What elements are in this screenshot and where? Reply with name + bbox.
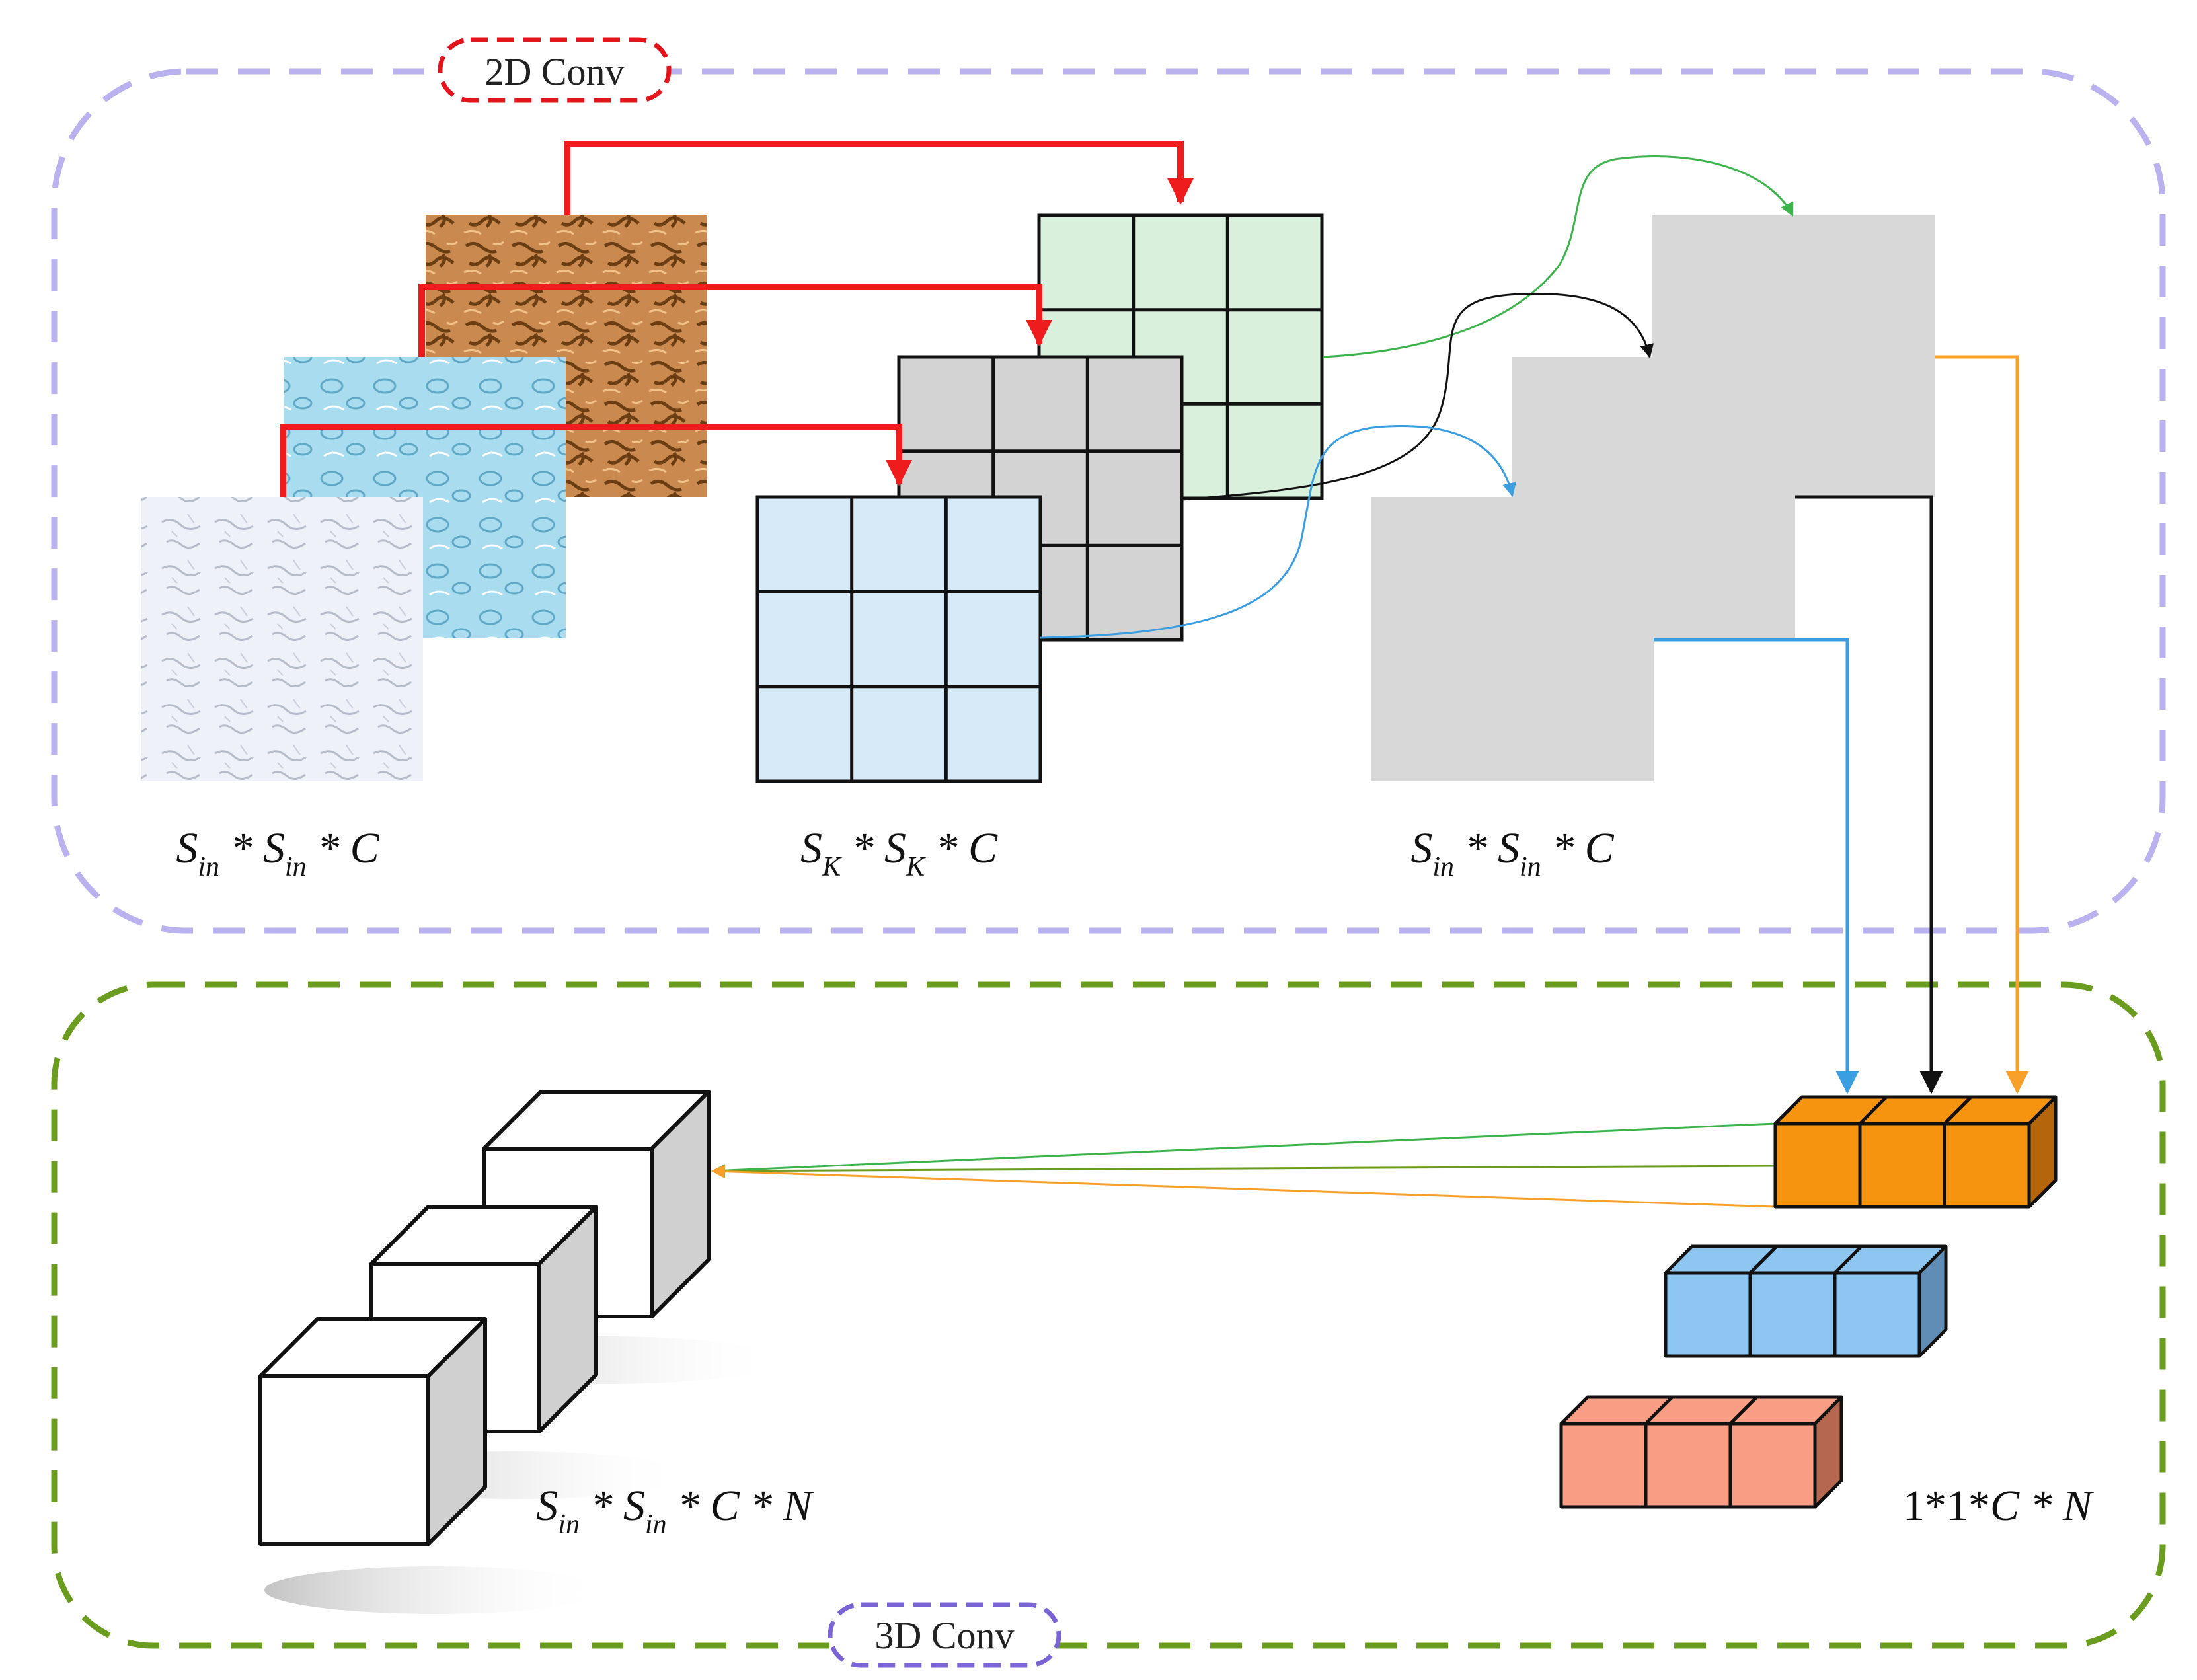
red-arrow-cyan xyxy=(418,284,1052,357)
pointwise-dims-label: 1*1*C * N xyxy=(1903,1482,2095,1530)
output-dims-label: Sin * Sin * C xyxy=(1410,824,1614,882)
blue-down-arrow xyxy=(1654,638,1859,1094)
conv3d-group-label: 3D Conv xyxy=(828,1602,1061,1668)
cube-front xyxy=(258,1317,487,1546)
kernel-blue xyxy=(755,495,1042,783)
output-feature-maps xyxy=(1371,215,1935,781)
kernel-stack xyxy=(755,213,1324,783)
conv3d-group-border xyxy=(51,981,2166,1649)
pointwise-to-volume-arrows xyxy=(711,1122,1776,1208)
black-down-arrow xyxy=(1795,495,1943,1094)
red-arrow-brown xyxy=(564,141,1194,215)
output-to-pointwise-arrows xyxy=(1654,355,2029,1094)
pointwise-filter-blue xyxy=(1664,1244,1948,1358)
output-map-bottom xyxy=(1371,497,1654,781)
green-curve-arrow xyxy=(1323,155,1794,358)
conv2d-group-label: 2D Conv xyxy=(438,37,672,103)
kernel-to-output-arrows xyxy=(1040,155,1794,639)
input-feature-maps xyxy=(141,215,707,781)
input-map-white xyxy=(141,497,423,781)
pointwise-filter-salmon xyxy=(1559,1395,1843,1509)
conv2d-label: 2D Conv xyxy=(484,50,624,93)
output-volume-cubes xyxy=(258,1090,711,1546)
orange-converge-line-bottom xyxy=(711,1165,1776,1208)
input-to-kernel-arrows xyxy=(280,141,1194,497)
conv2d-group-border xyxy=(51,68,2166,934)
conv3d-label: 3D Conv xyxy=(874,1614,1014,1657)
input-dims-label: Sin * Sin * C xyxy=(176,824,379,882)
pointwise-filter-orange xyxy=(1773,1095,2058,1209)
green-converge-line-top xyxy=(712,1122,1776,1172)
kernel-dims-label: SK * SK * C xyxy=(800,824,998,882)
blue-curve-arrow xyxy=(1040,424,1517,639)
volume-dims-label: Sin * Sin * C * N xyxy=(536,1482,814,1540)
red-arrow-white xyxy=(280,424,912,497)
olive-converge-line-mid xyxy=(711,1164,1776,1178)
black-curve-arrow xyxy=(1181,292,1654,501)
orange-down-arrow xyxy=(1935,355,2029,1094)
